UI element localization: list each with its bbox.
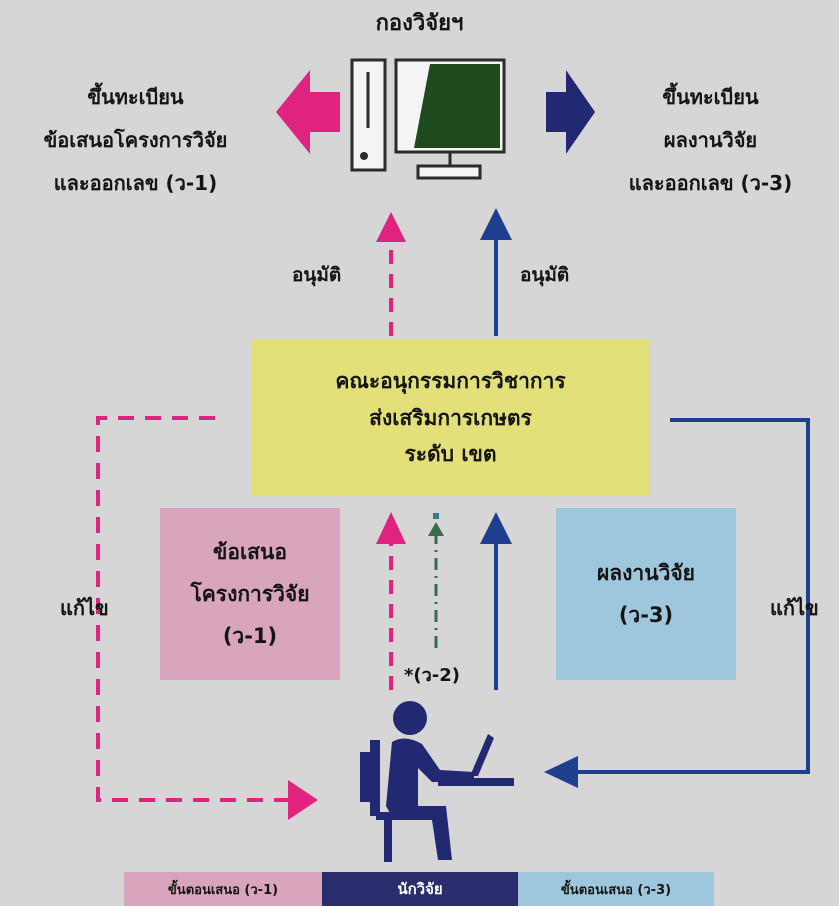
result-registration-text: ขึ้นทะเบียน ผลงานวิจัย และออกเลข (ว-3) [598, 76, 823, 205]
research-proposal-box: ข้อเสนอ โครงการวิจัย (ว-1) [160, 508, 340, 680]
proposal-line3: (ว-1) [222, 624, 278, 648]
legend-researcher: นักวิจัย [322, 872, 518, 906]
committee-line3: ระดับ เขต [404, 442, 497, 467]
result-line2: (ว-3) [618, 603, 674, 627]
left-register-line1: ขึ้นทะเบียน [87, 85, 184, 109]
right-register-line1: ขึ้นทะเบียน [662, 85, 759, 109]
committee-box: คณะอนุกรรมการวิชาการ ส่งเสริมการเกษตร ระ… [251, 340, 650, 496]
v2-note: *(ว-2) [404, 665, 460, 686]
legend-result-step: ขั้นตอนเสนอ (ว-3) [518, 872, 714, 906]
left-loop-arrowhead [288, 780, 318, 820]
committee-line1: คณะอนุกรรมการวิชาการ [335, 368, 566, 393]
approve-right-label: อนุมัติ [520, 264, 570, 286]
right-loop-arrowhead [544, 756, 578, 788]
legend-proposal-step: ขั้นตอนเสนอ (ว-1) [124, 872, 322, 906]
committee-line2: ส่งเสริมการเกษตร [369, 405, 532, 430]
result-line1: ผลงานวิจัย [597, 561, 695, 585]
right-big-arrow [546, 70, 595, 154]
left-register-line2: ข้อเสนอโครงการวิจัย [43, 128, 228, 152]
edit-left-label: แก้ไข [60, 596, 109, 620]
approve-left-label: อนุมัติ [292, 264, 342, 286]
research-division-title: กองวิจัยฯ [375, 11, 464, 36]
left-register-line3: และออกเลข (ว-1) [53, 171, 218, 195]
computer-icon [350, 58, 506, 180]
right-register-line2: ผลงานวิจัย [663, 128, 758, 152]
proposal-line1: ข้อเสนอ [213, 540, 287, 564]
researcher-icon [360, 701, 514, 862]
right-register-line3: และออกเลข (ว-3) [628, 171, 793, 195]
left-big-arrow [276, 70, 340, 154]
proposal-registration-text: ขึ้นทะเบียน ข้อเสนอโครงการวิจัย และออกเล… [18, 76, 253, 205]
proposal-line2: โครงการวิจัย [190, 582, 310, 606]
edit-right-label: แก้ไข [770, 596, 819, 620]
research-result-box: ผลงานวิจัย (ว-3) [556, 508, 736, 680]
